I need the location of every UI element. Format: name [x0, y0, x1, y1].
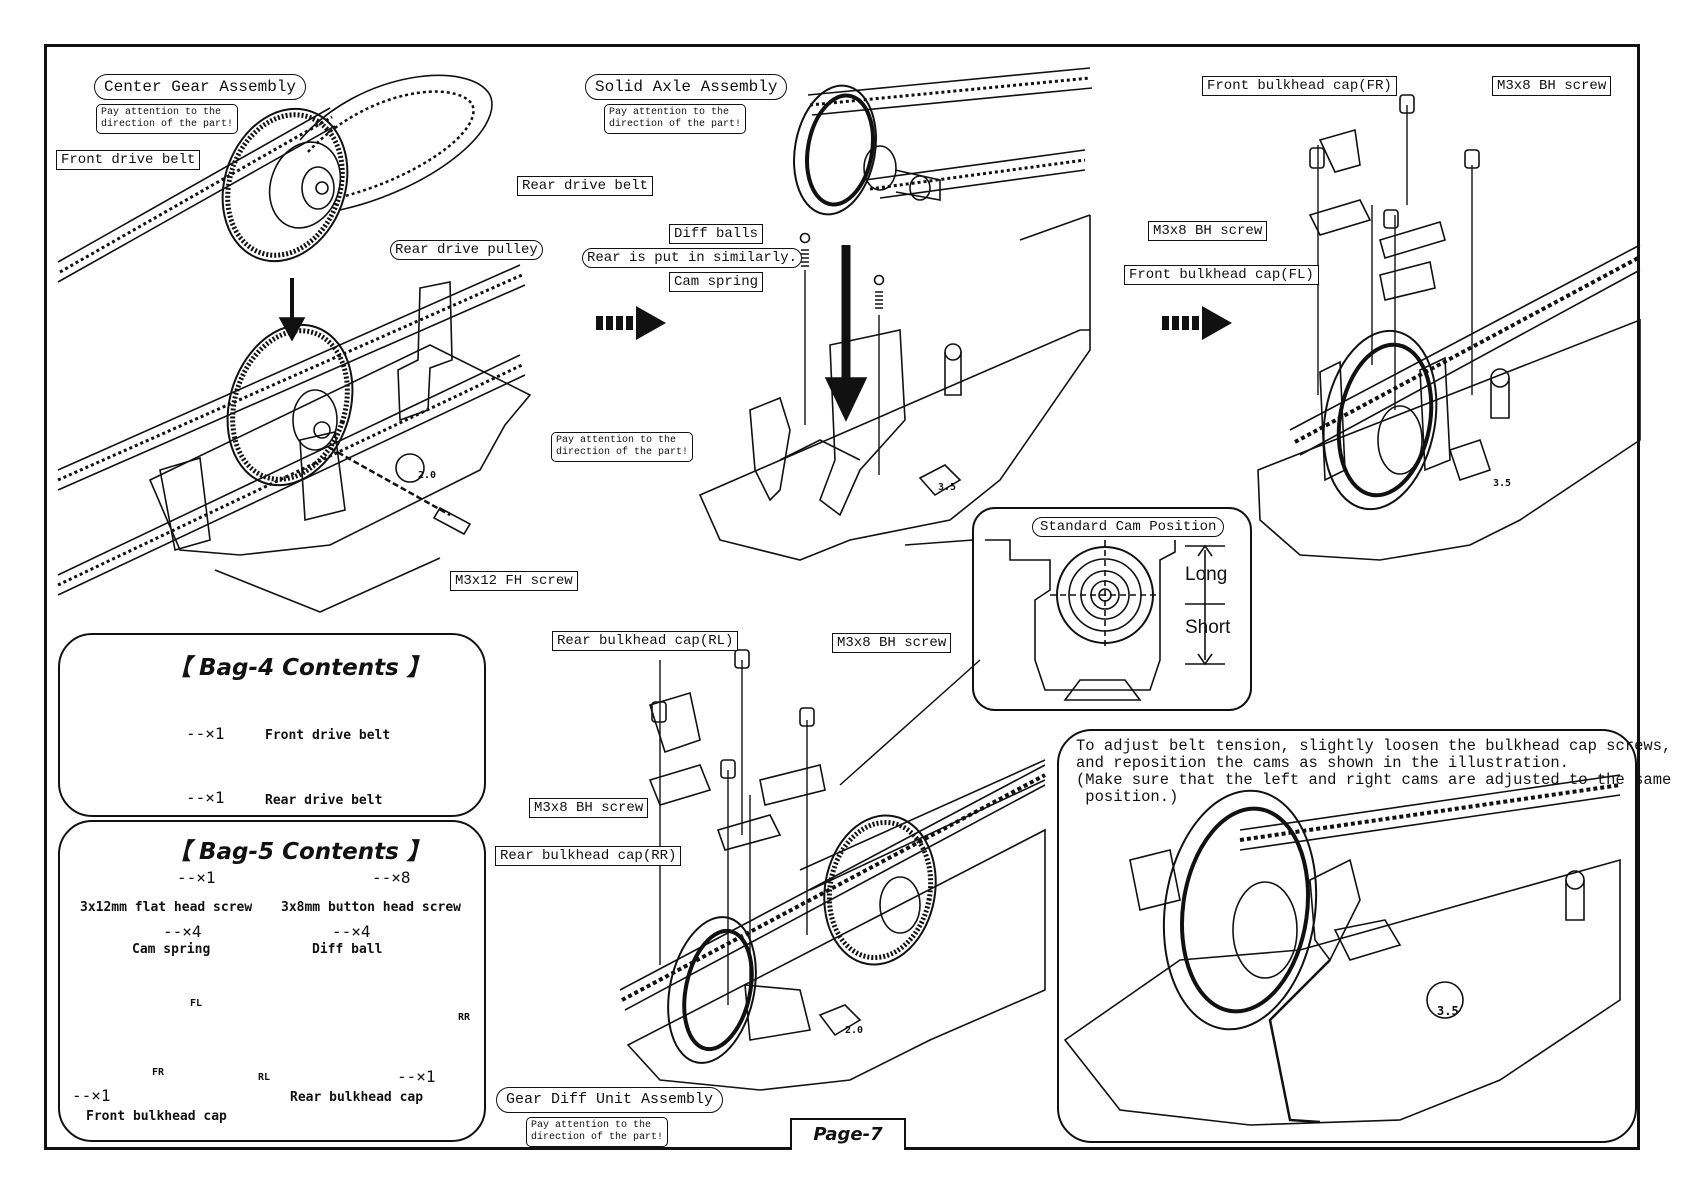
- callout-number-4: 2.0: [845, 1025, 864, 1036]
- step-arrow-2: [1162, 306, 1232, 340]
- step2-note: Pay attention to the direction of the pa…: [604, 104, 747, 134]
- cap-mark-fl: FL: [190, 998, 203, 1009]
- bag5-qty-1: --×1: [177, 868, 216, 887]
- step2-drawing: [698, 67, 1093, 561]
- step1-drawing: [57, 74, 532, 613]
- label-m3x12-screw: M3x12 FH screw: [450, 571, 578, 591]
- cam-callout-drawing: [839, 507, 1252, 786]
- callout-number-1: 2.0: [418, 470, 437, 481]
- label-front-cap-fr: Front bulkhead cap(FR): [1202, 76, 1397, 96]
- step5-drawing: [1057, 729, 1637, 1143]
- cam-long-label: Long: [1185, 564, 1228, 585]
- bag5-item-4: Diff ball: [312, 942, 383, 957]
- callout-number-2: 3.5: [938, 482, 957, 493]
- label-screw-4a: M3x8 BH screw: [832, 633, 952, 653]
- page-number: Page-7: [790, 1118, 906, 1150]
- cam-short-label: Short: [1185, 617, 1231, 638]
- cap-mark-rl: RL: [258, 1072, 271, 1083]
- label-front-drive-belt: Front drive belt: [56, 150, 201, 170]
- bag4-qty-2: --×1: [186, 788, 225, 807]
- bag5-qty-3: --×4: [163, 922, 202, 941]
- label-rear-cap-rr: Rear bulkhead cap(RR): [495, 846, 682, 866]
- label-rear-drive-pulley: Rear drive pulley: [390, 240, 543, 260]
- bag5-item-2: 3x8mm button head screw: [281, 900, 462, 915]
- label-screw-3b: M3x8 BH screw: [1148, 221, 1268, 241]
- label-screw-3a: M3x8 BH screw: [1492, 76, 1612, 96]
- step2-title: Solid Axle Assembly: [585, 74, 788, 100]
- bag5-item-3: Cam spring: [132, 942, 211, 957]
- label-front-cap-fl: Front bulkhead cap(FL): [1124, 265, 1319, 285]
- step3-drawing: [1257, 94, 1641, 561]
- step-arrow-1: [596, 306, 666, 340]
- label-cam-spring: Cam spring: [669, 272, 764, 292]
- bag4-panel: [58, 633, 486, 817]
- step2-note-2: Pay attention to the direction of the pa…: [551, 432, 694, 462]
- bag5-qty-4: --×4: [332, 922, 371, 941]
- label-rear-cap-rl: Rear bulkhead cap(RL): [552, 631, 739, 651]
- bag4-title: 【 Bag-4 Contents 】: [168, 655, 430, 681]
- label-screw-4b: M3x8 BH screw: [529, 798, 649, 818]
- bag5-title: 【 Bag-5 Contents 】: [168, 839, 430, 865]
- bag4-item-1: Front drive belt: [265, 728, 391, 743]
- bag5-qty-2: --×8: [372, 868, 411, 887]
- step4-title: Gear Diff Unit Assembly: [496, 1087, 724, 1113]
- step5-instruction: To adjust belt tension, slightly loosen …: [1076, 737, 1672, 806]
- bag5-item-5: Front bulkhead cap: [86, 1109, 227, 1124]
- bag5-qty-6: --×1: [397, 1067, 436, 1086]
- step1-title: Center Gear Assembly: [94, 74, 307, 100]
- bag4-qty-1: --×1: [186, 724, 225, 743]
- callout-number-5: 3.5: [1437, 1004, 1459, 1018]
- step4-drawing: [619, 649, 1046, 1091]
- cam-callout-title: Standard Cam Position: [1032, 517, 1225, 537]
- cap-mark-fr: FR: [152, 1067, 165, 1078]
- cap-mark-rr: RR: [458, 1012, 471, 1023]
- bag5-item-6: Rear bulkhead cap: [290, 1090, 424, 1105]
- step1-note: Pay attention to the direction of the pa…: [96, 104, 239, 134]
- bag5-panel: [58, 820, 486, 1142]
- bag5-qty-5: --×1: [72, 1086, 111, 1105]
- label-diff-balls: Diff balls: [669, 224, 764, 244]
- label-rear-similarly: Rear is put in similarly.: [582, 248, 803, 268]
- callout-number-3: 3.5: [1493, 478, 1512, 489]
- bag4-item-2: Rear drive belt: [265, 793, 383, 808]
- step4-note: Pay attention to the direction of the pa…: [526, 1117, 669, 1147]
- bag5-item-1: 3x12mm flat head screw: [80, 900, 253, 915]
- label-rear-drive-belt: Rear drive belt: [517, 176, 654, 196]
